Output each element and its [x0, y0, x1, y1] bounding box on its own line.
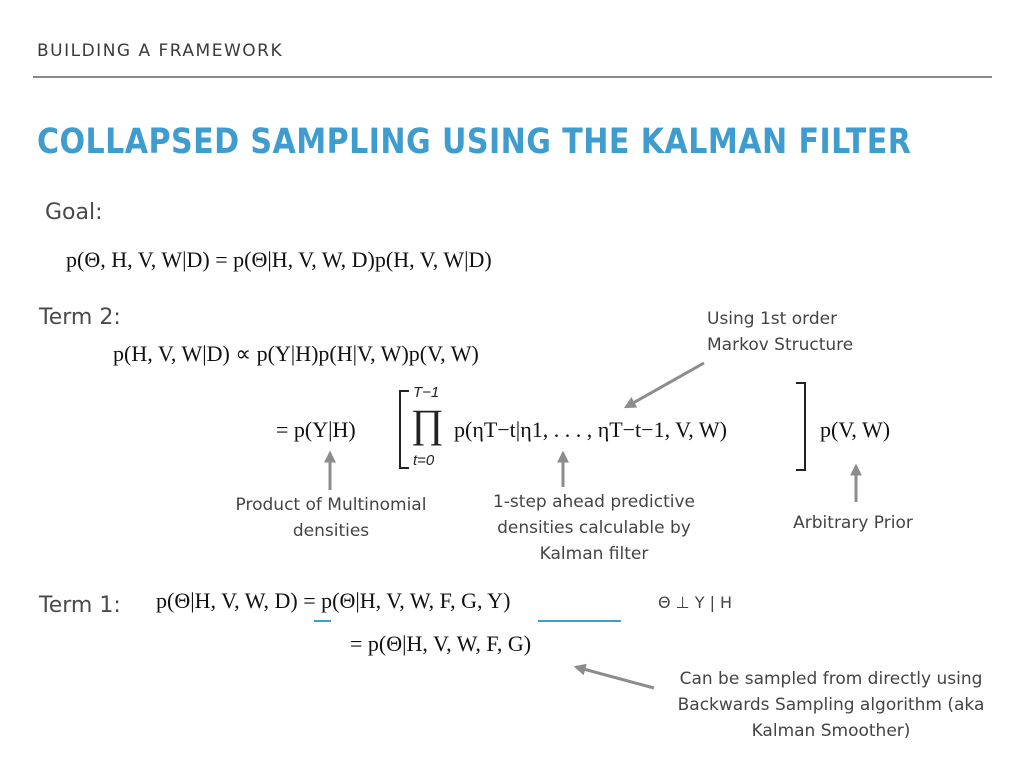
product-lower-limit: t=0 — [413, 452, 435, 469]
term1-label: Term 1: — [39, 593, 121, 618]
header-divider — [33, 76, 992, 78]
right-bracket — [796, 382, 806, 471]
term2-equation-line2-right: p(V, W) — [820, 417, 891, 442]
left-bracket — [399, 390, 409, 469]
goal-label: Goal: — [45, 200, 103, 225]
slide-title: COLLAPSED SAMPLING USING THE KALMAN FILT… — [37, 122, 912, 162]
arrow-markov — [623, 361, 705, 409]
annotation-markov: Using 1st order Markov Structure — [707, 309, 854, 355]
annotation-prior: Arbitrary Prior — [793, 513, 913, 533]
goal-equation: p(Θ, H, V, W|D) = p(Θ|H, V, W, D)p(H, V,… — [66, 247, 492, 272]
annotation-multinomial: Product of Multinomial densities — [235, 495, 427, 541]
term1-equation-line2: = p(Θ|H, V, W, F, G) — [350, 631, 532, 656]
term2-label: Term 2: — [39, 305, 121, 330]
term2-equation-line2-left: = p(Y|H) — [276, 417, 356, 442]
product-upper-limit: T−1 — [413, 384, 440, 401]
term2-equation-line1: p(H, V, W|D) ∝ p(Y|H)p(H|V, W)p(V, W) — [113, 341, 479, 366]
annotation-smoother: Can be sampled from directly using Backw… — [677, 669, 985, 741]
annotation-kalman: 1-step ahead predictive densities calcul… — [492, 492, 696, 564]
term2-product-body: p(ηT−t|η1, . . . , ηT−t−1, V, W) — [454, 417, 727, 442]
product-symbol: ∏ — [411, 401, 444, 446]
term1-equation-line1: p(Θ|H, V, W, D) = p(Θ|H, V, W, F, G, Y) — [156, 588, 511, 613]
arrow-smoother — [573, 663, 655, 690]
independence-note: Θ ⊥ Y | H — [658, 593, 733, 612]
section-label: BUILDING A FRAMEWORK — [37, 41, 284, 61]
